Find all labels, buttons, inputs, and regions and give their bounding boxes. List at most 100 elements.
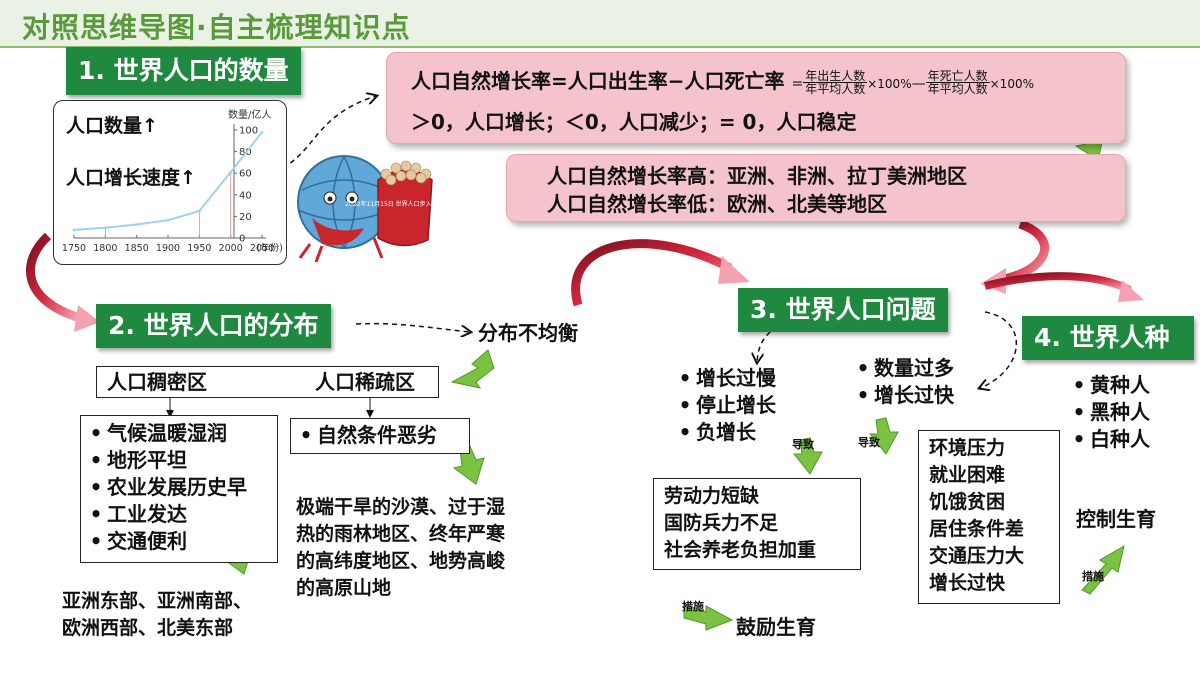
sparse-factor-item: 自然条件恶劣 bbox=[295, 422, 437, 449]
fast-problem-line: 就业困难 bbox=[929, 464, 1006, 486]
slow-growth-problems-box: 劳动力短缺国防兵力不足社会养老负担加重 bbox=[653, 478, 861, 570]
green-arrow-uneven-to-sparse bbox=[450, 349, 495, 389]
fast-problem-line: 交通压力大 bbox=[929, 545, 1025, 567]
dashed-arrow-to-fast bbox=[980, 311, 1018, 388]
race-list: 黄种人黑种人白种人 bbox=[1068, 372, 1150, 453]
population-data-point bbox=[197, 209, 201, 213]
slow-growth-item: 停止增长 bbox=[674, 392, 776, 419]
dense-sparse-header-box: 人口稠密区 人口稀疏区 bbox=[96, 366, 439, 398]
low-growth-regions: 人口自然增长率低：欧洲、北美等地区 bbox=[547, 192, 887, 216]
page-title: 对照思维导图·自主梳理知识点 bbox=[22, 11, 411, 44]
red-curve-arrow-3 bbox=[999, 219, 1050, 285]
slow-growth-problems: 劳动力短缺国防兵力不足社会养老负担加重 bbox=[664, 483, 816, 564]
sparse-factors-box: 自然条件恶劣 bbox=[290, 418, 470, 454]
dashed-arrow-to-slow bbox=[757, 331, 771, 362]
sparse-region-line: 的高原山地 bbox=[296, 577, 392, 599]
fast-problem-line: 居住条件差 bbox=[929, 518, 1025, 540]
red-curve-arrow-1 bbox=[26, 232, 82, 323]
green-arrow-slow-to-problems bbox=[792, 437, 823, 475]
measure-label-1: 措施 bbox=[682, 600, 704, 613]
section2-title: 2. 世界人口的分布 bbox=[96, 304, 331, 348]
growth-rule-text: ＞0，人口增长；＜0，人口减少；= 0，人口稳定 bbox=[411, 110, 857, 134]
fast-growth-item: 增长过快 bbox=[852, 382, 954, 409]
y-tick-label: 20 bbox=[239, 212, 252, 223]
growth-rate-formula-box: 人口自然增长率=人口出生率−人口死亡率 =年出生人数年平均人数×100%—年死亡… bbox=[386, 52, 1126, 144]
dense-region-line: 亚洲东部、亚洲南部、 bbox=[62, 590, 253, 612]
sparse-region-line: 的高纬度地区、地势高峻 bbox=[296, 550, 506, 572]
fast-growth-problems: 环境压力就业困难饥饿贫困居住条件差交通压力大增长过快 bbox=[929, 435, 1024, 597]
dashed-arrow-to-uneven bbox=[355, 322, 470, 332]
growth-rate-regions-box: 人口自然增长率高：亚洲、非洲、拉丁美洲地区 人口自然增长率低：欧洲、北美等地区 bbox=[506, 154, 1126, 222]
x-tick-label: 1950 bbox=[187, 243, 211, 254]
formula-lhs: 人口自然增长率=人口出生率−人口死亡率 bbox=[411, 69, 785, 93]
fast-growth-problems-box: 环境压力就业困难饥饿贫困居住条件差交通压力大增长过快 bbox=[918, 430, 1060, 604]
dense-area-label: 人口稠密区 bbox=[107, 370, 207, 394]
sparse-factors-list: 自然条件恶劣 bbox=[295, 422, 437, 449]
x-tick-label: 1750 bbox=[62, 243, 86, 254]
y-tick-label: 60 bbox=[239, 169, 252, 180]
green-arrow-to-encourage bbox=[683, 603, 734, 631]
fast-problem-line: 饥饿贫困 bbox=[929, 491, 1006, 513]
control-birth-label: 控制生育 bbox=[1076, 507, 1156, 531]
slow-problem-line: 国防兵力不足 bbox=[664, 512, 779, 534]
red-arrowhead-4 bbox=[1118, 280, 1144, 302]
x-tick-label: 1850 bbox=[125, 243, 149, 254]
sparse-region-line: 热的雨林地区、终年严寒 bbox=[296, 523, 506, 545]
green-arrow-fast-to-problems bbox=[868, 417, 899, 455]
dense-factors-box: 气候温暖湿润地形平坦农业发展历史早工业发达交通便利 bbox=[80, 415, 278, 563]
population-count-label: 人口数量↑ bbox=[66, 115, 158, 137]
fast-problem-line: 增长过快 bbox=[929, 572, 1006, 594]
slow-problem-line: 劳动力短缺 bbox=[664, 485, 760, 507]
section3-title: 3. 世界人口问题 bbox=[738, 288, 948, 332]
high-growth-regions: 人口自然增长率高：亚洲、非洲、拉丁美洲地区 bbox=[547, 164, 967, 188]
x-tick-label: 2050 bbox=[250, 243, 274, 254]
sparse-area-label: 人口稀疏区 bbox=[315, 370, 415, 394]
race-item: 白种人 bbox=[1068, 426, 1150, 453]
red-curve-arrow-4 bbox=[984, 272, 1132, 294]
dense-factors-list: 气候温暖湿润地形平坦农业发展历史早工业发达交通便利 bbox=[85, 420, 247, 555]
fast-growth-list: 数量过多增长过快 bbox=[852, 355, 954, 409]
population-data-point bbox=[135, 223, 139, 226]
slow-growth-item: 负增长 bbox=[674, 419, 776, 446]
population-data-point bbox=[72, 228, 76, 232]
uneven-distribution-label: 分布不均衡 bbox=[478, 321, 578, 345]
x-tick-label: 1800 bbox=[93, 243, 117, 254]
encourage-birth-label: 鼓励生育 bbox=[736, 615, 816, 639]
formula-fraction-death: 年死亡人数年平均人数 bbox=[925, 69, 990, 96]
x-tick-label: 2000 bbox=[219, 243, 243, 254]
green-arrow-to-control bbox=[1081, 544, 1125, 595]
dense-factor-item: 地形平坦 bbox=[85, 447, 247, 474]
y-tick-label: 40 bbox=[239, 190, 252, 201]
dense-factor-item: 气候温暖湿润 bbox=[85, 420, 247, 447]
lead-to-label-2: 导致 bbox=[858, 436, 880, 449]
sparse-region-line: 极端干旱的沙漠、过于湿 bbox=[296, 496, 506, 518]
y-tick-label: 100 bbox=[239, 126, 258, 137]
header-bar: 对照思维导图·自主梳理知识点 bbox=[0, 0, 1200, 48]
lead-to-label-1: 导致 bbox=[792, 438, 814, 451]
dense-factor-item: 工业发达 bbox=[85, 501, 247, 528]
globe-illustration: 2022年11月15日 世界人口步入 "80亿时代" bbox=[297, 155, 442, 263]
red-arrowhead-1 bbox=[74, 305, 100, 332]
race-item: 黄种人 bbox=[1068, 372, 1150, 399]
population-data-point bbox=[103, 226, 107, 230]
formula-fraction-birth: 年出生人数年平均人数 bbox=[803, 69, 868, 96]
dense-factor-item: 农业发展历史早 bbox=[85, 474, 247, 501]
slow-growth-item: 增长过慢 bbox=[674, 365, 776, 392]
population-speed-label: 人口增长速度↑ bbox=[66, 167, 196, 189]
fast-problem-line: 环境压力 bbox=[929, 437, 1006, 459]
section4-title: 4. 世界人种 bbox=[1022, 316, 1194, 360]
sparse-regions-text: 极端干旱的沙漠、过于湿热的雨林地区、终年严寒的高纬度地区、地势高峻的高原山地 bbox=[296, 494, 505, 602]
dense-factor-item: 交通便利 bbox=[85, 528, 247, 555]
fast-growth-item: 数量过多 bbox=[852, 355, 954, 382]
formula-line: 人口自然增长率=人口出生率−人口死亡率 =年出生人数年平均人数×100%—年死亡… bbox=[411, 69, 1034, 96]
race-item: 黑种人 bbox=[1068, 399, 1150, 426]
y-axis-label: 数量/亿人 bbox=[228, 108, 271, 121]
x-axis-label: (年份) bbox=[257, 242, 283, 254]
population-data-point bbox=[166, 218, 170, 222]
red-curve-arrow-2 bbox=[571, 239, 733, 307]
x-tick-label: 1900 bbox=[156, 243, 180, 254]
slow-growth-list: 增长过慢停止增长负增长 bbox=[674, 365, 776, 446]
slow-problem-line: 社会养老负担加重 bbox=[664, 539, 817, 561]
